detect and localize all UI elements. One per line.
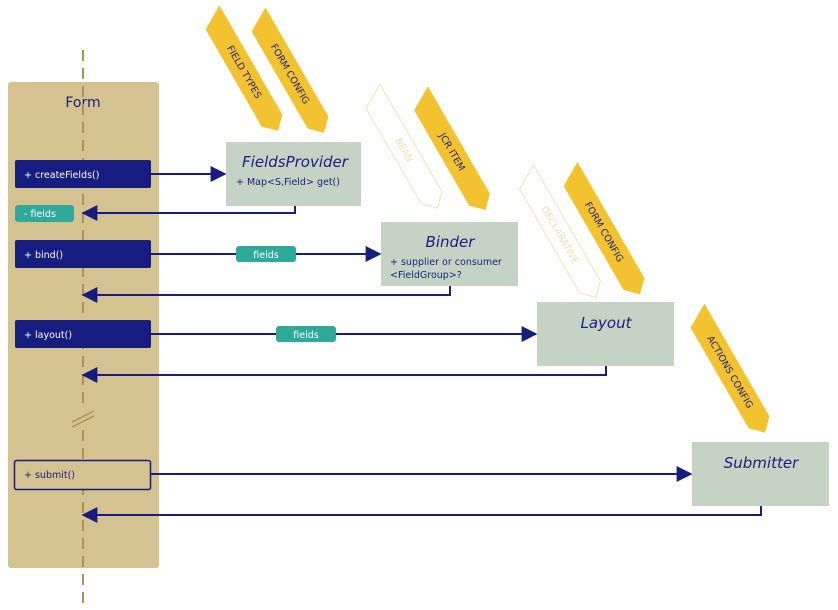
- svg-text:<FieldGroup>?: <FieldGroup>?: [390, 270, 462, 281]
- layout-method[interactable]: + layout(): [15, 320, 151, 348]
- layout-box: Layout: [537, 302, 674, 366]
- submit-method[interactable]: + submit(): [13, 459, 152, 491]
- svg-text:+ submit(): + submit(): [24, 470, 75, 481]
- svg-text:fields: fields: [293, 330, 318, 341]
- bind-method[interactable]: + bind(): [15, 240, 151, 268]
- fields-provider-return-arrow: [81, 205, 296, 221]
- svg-text:Layout: Layout: [581, 314, 633, 332]
- binder-return-arrow: [81, 286, 451, 303]
- bind-fields-label: fields: [236, 246, 296, 262]
- binder-box: Binder + supplier or consumer <FieldGrou…: [381, 222, 518, 286]
- svg-text:+ supplier or consumer: + supplier or consumer: [390, 257, 502, 268]
- create-fields-method[interactable]: + createFields(): [15, 160, 151, 188]
- svg-text:+ bind(): + bind(): [24, 250, 63, 261]
- svg-text:- fields: - fields: [24, 209, 56, 220]
- bean-ribbon: BEAN: [365, 83, 443, 209]
- submitter-box: Submitter: [692, 442, 829, 506]
- layout-fields-label: fields: [276, 326, 336, 342]
- svg-text:+ Map<S,Field> get(): + Map<S,Field> get(): [236, 177, 340, 188]
- fields-provider-box: FieldsProvider + Map<S,Field> get(): [226, 142, 361, 206]
- layout-return-arrow: [81, 366, 607, 383]
- fields-tag: - fields: [15, 205, 74, 222]
- svg-text:FieldsProvider: FieldsProvider: [242, 153, 349, 171]
- svg-text:+ layout(): + layout(): [24, 330, 72, 341]
- submitter-return-arrow: [81, 506, 762, 523]
- form-title: Form: [65, 95, 100, 111]
- lifeline-break-icon: [71, 410, 95, 428]
- svg-text:Binder: Binder: [426, 233, 476, 251]
- svg-text:ACTIONS CONFIG: ACTIONS CONFIG: [704, 334, 755, 411]
- svg-text:fields: fields: [253, 250, 278, 261]
- svg-text:+ createFields(): + createFields(): [24, 170, 99, 181]
- svg-text:Submitter: Submitter: [724, 454, 799, 472]
- actions-config-ribbon: ACTIONS CONFIG: [690, 303, 770, 433]
